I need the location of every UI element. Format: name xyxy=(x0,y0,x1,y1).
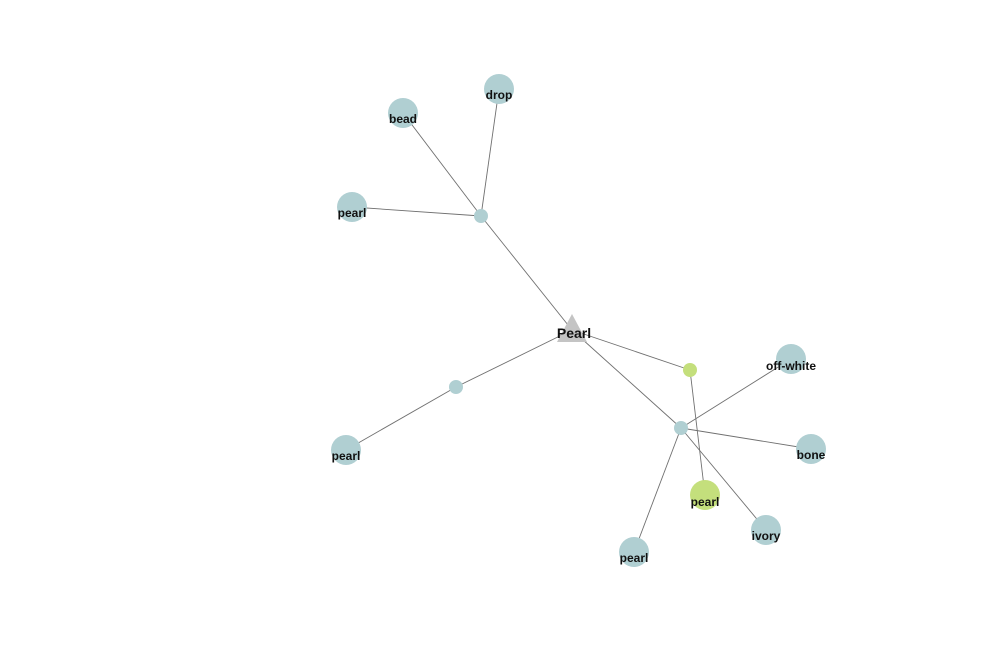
hub-green-node[interactable] xyxy=(683,363,697,377)
root-label: Pearl xyxy=(557,325,591,341)
leaf-off-white-node[interactable] xyxy=(776,344,806,374)
node-layer xyxy=(331,74,826,567)
leaf-pearl-bottom-node[interactable] xyxy=(619,537,649,567)
leaf-ivory-label: ivory xyxy=(752,529,781,543)
leaf-pearl-bottom-label: pearl xyxy=(620,551,649,565)
leaf-pearl-left-label: pearl xyxy=(332,449,361,463)
edge-root-to-hub-left xyxy=(455,329,573,388)
leaf-pearl-upper-label: pearl xyxy=(338,206,367,220)
hub-upper-node[interactable] xyxy=(474,209,488,223)
label-layer: drop bead pearl pearl off-white bone ivory pear… xyxy=(332,88,826,565)
edge-hub-upper-to-leaf-bead xyxy=(402,112,482,217)
leaf-off-white-label: off-white xyxy=(766,359,816,373)
edge-root-to-hub-lower-right xyxy=(571,329,682,429)
leaf-pearl-green-label: pearl xyxy=(691,495,720,509)
root-node[interactable] xyxy=(557,314,587,342)
edge-hub-upper-to-leaf-pearl-upper xyxy=(351,206,482,217)
edge-hub-green-to-leaf-pearl-green xyxy=(689,369,706,496)
leaf-bead-label: bead xyxy=(389,112,417,126)
edge-hub-upper-to-leaf-drop xyxy=(480,88,500,217)
leaf-bone-label: bone xyxy=(797,448,826,462)
hub-left-node[interactable] xyxy=(449,380,463,394)
leaf-drop-label: drop xyxy=(486,88,513,102)
leaf-pearl-left-node[interactable] xyxy=(331,435,361,465)
edge-root-to-hub-upper xyxy=(480,215,573,331)
leaf-pearl-green-node[interactable] xyxy=(690,480,720,510)
hub-lower-right-node[interactable] xyxy=(674,421,688,435)
leaf-drop-node[interactable] xyxy=(484,74,514,104)
edge-hub-lower-right-to-leaf-off-white xyxy=(680,358,792,429)
edge-hub-left-to-leaf-pearl-left xyxy=(345,386,457,451)
leaf-bead-node[interactable] xyxy=(388,98,418,128)
edge-layer xyxy=(345,88,812,553)
edge-hub-lower-right-to-leaf-pearl-bottom xyxy=(633,427,682,553)
leaf-ivory-node[interactable] xyxy=(751,515,781,545)
leaf-bone-node[interactable] xyxy=(796,434,826,464)
edge-root-to-hub-green xyxy=(571,329,691,371)
leaf-pearl-upper-node[interactable] xyxy=(337,192,367,222)
edge-hub-lower-right-to-leaf-ivory xyxy=(680,427,767,531)
edge-hub-lower-right-to-leaf-bone xyxy=(680,427,812,450)
